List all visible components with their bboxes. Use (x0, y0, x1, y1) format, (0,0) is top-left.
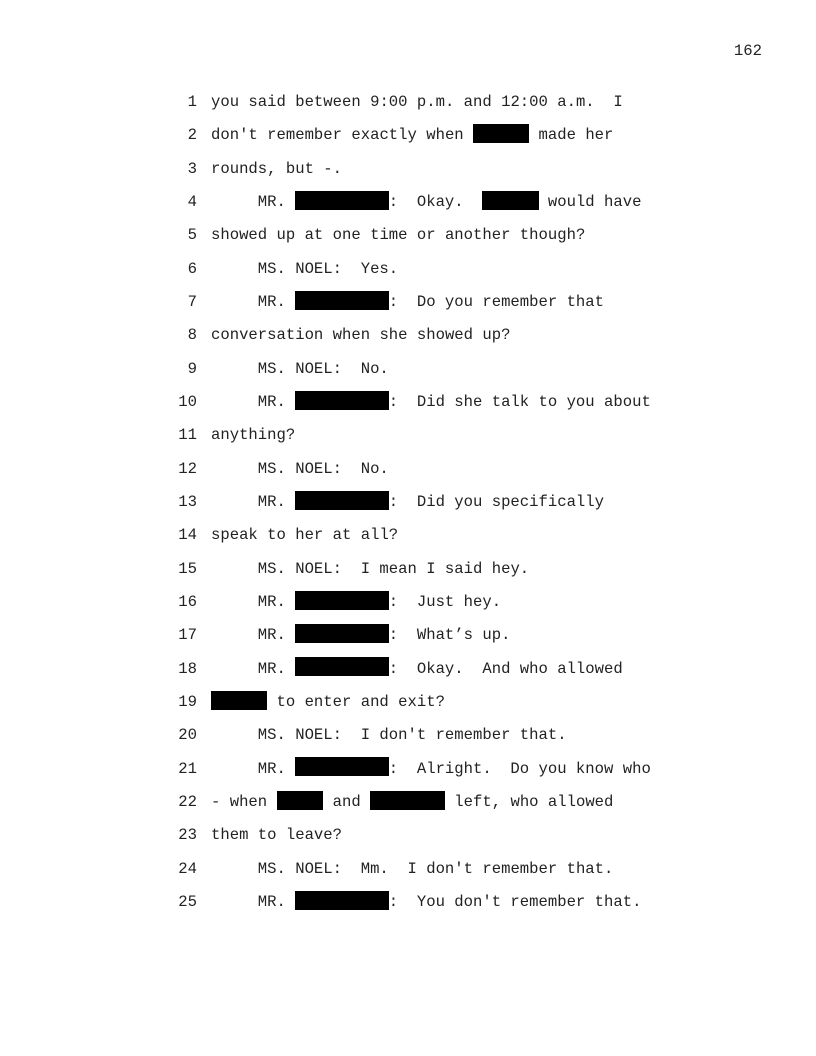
line-number: 7 (187, 292, 197, 311)
transcript-line: 5 showed up at one time or another though… (0, 219, 816, 252)
line-number: 11 (178, 426, 197, 445)
line-text: MR. : You don't remember that. (211, 886, 641, 919)
line-number: 10 (178, 392, 197, 411)
transcript-line: 15 MS. NOEL: I mean I said hey. (0, 553, 816, 586)
line-text: MS. NOEL: No. (257, 459, 389, 478)
transcript-line: 11 anything? (0, 419, 816, 452)
line-number: 20 (178, 726, 197, 745)
line-text: MS. NOEL: I mean I said hey. (257, 559, 530, 578)
line-text: MR. : Do you remember that (211, 286, 604, 319)
line-number: 14 (178, 526, 197, 545)
transcript-line: 25 MR. : You don't remember that. (0, 886, 816, 919)
redaction-box (370, 790, 445, 810)
line-number: 12 (178, 459, 197, 478)
transcript-line: 23 them to leave? (0, 819, 816, 852)
line-number: 19 (178, 692, 197, 711)
line-text: MR. : Did you specifically (211, 486, 604, 519)
transcript-line: 18 MR. : Okay. And who allowed (0, 653, 816, 686)
redaction-box (295, 624, 389, 644)
line-text: MR. : What’s up. (211, 619, 510, 652)
transcript-line: 17 MR. : What’s up. (0, 619, 816, 652)
line-number: 23 (178, 826, 197, 845)
line-text: MR. : Just hey. (211, 586, 501, 619)
line-number: 13 (178, 492, 197, 511)
line-text: MR. : Alright. Do you know who (211, 753, 651, 786)
page-number: 162 (733, 42, 762, 60)
transcript-line: 7 MR. : Do you remember that (0, 286, 816, 319)
line-number: 17 (178, 626, 197, 645)
redaction-box (482, 190, 539, 210)
line-number: 9 (187, 359, 197, 378)
line-text: MR. : Okay. would have (211, 186, 641, 219)
line-text: MS. NOEL: Yes. (257, 259, 399, 278)
redaction-box (295, 490, 389, 510)
line-number: 1 (187, 93, 197, 111)
line-text: showed up at one time or another though? (211, 226, 586, 245)
line-text: to enter and exit? (211, 686, 445, 719)
line-number: 18 (178, 659, 197, 678)
redaction-box (473, 124, 530, 144)
transcript-line: 10 MR. : Did she talk to you about (0, 386, 816, 419)
line-number: 16 (178, 592, 197, 611)
line-number: 21 (178, 759, 197, 778)
line-text: them to leave? (211, 826, 343, 845)
redaction-box (295, 757, 389, 777)
transcript-line: 13 MR. : Did you specifically (0, 486, 816, 519)
transcript-line: 14 speak to her at all? (0, 519, 816, 552)
line-number: 8 (187, 326, 197, 345)
line-number: 22 (178, 792, 197, 811)
line-text: MS. NOEL: Mm. I don't remember that. (257, 859, 614, 878)
transcript-line: 22 - when and left, who allowed (0, 786, 816, 819)
line-number: 24 (178, 859, 197, 878)
line-text: you said between 9:00 p.m. and 12:00 a.m… (211, 93, 623, 111)
redaction-box (295, 390, 389, 410)
redaction-box (295, 657, 389, 677)
transcript-line: 2 don't remember exactly when made her (0, 119, 816, 152)
line-text: MR. : Okay. And who allowed (211, 653, 623, 686)
transcript-line: 21 MR. : Alright. Do you know who (0, 753, 816, 786)
line-number: 4 (187, 192, 197, 211)
transcript-line: 24 MS. NOEL: Mm. I don't remember that. (0, 853, 816, 886)
line-text: - when and left, who allowed (211, 786, 613, 819)
redaction-box (295, 190, 389, 210)
line-number: 15 (178, 559, 197, 578)
line-text: MR. : Did she talk to you about (211, 386, 651, 419)
transcript-line: 1 you said between 9:00 p.m. and 12:00 a.… (0, 86, 816, 119)
line-number: 5 (187, 226, 197, 245)
line-number: 2 (187, 126, 197, 145)
transcript-line: 12 MS. NOEL: No. (0, 453, 816, 486)
redaction-box (295, 890, 389, 910)
line-text: anything? (211, 426, 296, 445)
transcript-line: 4 MR. : Okay. would have (0, 186, 816, 219)
redaction-box (211, 690, 268, 710)
transcript-line: 8 conversation when she showed up? (0, 319, 816, 352)
redaction-box (295, 590, 389, 610)
line-number: 6 (187, 259, 197, 278)
transcript-line: 19 to enter and exit? (0, 686, 816, 719)
redaction-box (276, 790, 324, 810)
line-text: MS. NOEL: No. (257, 359, 389, 378)
transcript: 1 you said between 9:00 p.m. and 12:00 a.… (0, 86, 816, 919)
line-text: don't remember exactly when made her (211, 119, 613, 152)
line-text: MS. NOEL: I don't remember that. (257, 726, 567, 745)
transcript-line: 16 MR. : Just hey. (0, 586, 816, 619)
line-text: speak to her at all? (211, 526, 399, 545)
line-text: rounds, but -. (211, 159, 343, 178)
transcript-line: 20 MS. NOEL: I don't remember that. (0, 719, 816, 752)
line-text: conversation when she showed up? (211, 326, 511, 345)
transcript-line: 6 MS. NOEL: Yes. (0, 253, 816, 286)
transcript-line: 9 MS. NOEL: No. (0, 353, 816, 386)
transcript-line: 3 rounds, but -. (0, 153, 816, 186)
line-number: 25 (178, 892, 197, 911)
line-number: 3 (187, 159, 197, 178)
redaction-box (295, 290, 389, 310)
